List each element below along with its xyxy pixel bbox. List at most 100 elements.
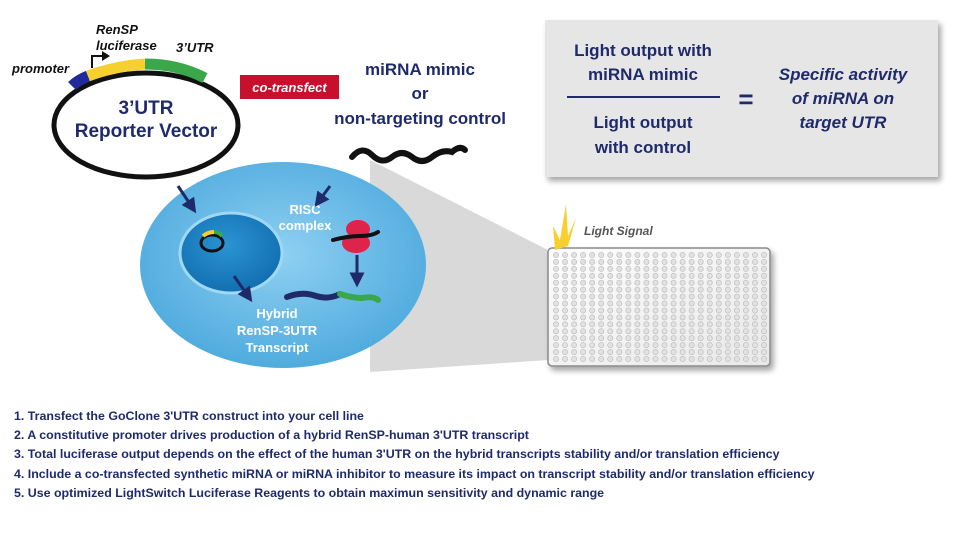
plate-well (652, 356, 659, 362)
plate-well (625, 328, 632, 335)
plate-well (724, 272, 731, 279)
plate-well (724, 356, 731, 362)
plate-well (761, 335, 767, 342)
plate-well (598, 259, 605, 265)
plate-well (607, 293, 614, 300)
promoter-label: promoter (11, 61, 70, 76)
plate-well (706, 321, 713, 328)
plate-well (679, 272, 686, 279)
equals-sign: = (738, 84, 753, 114)
nucleus-arrow (232, 275, 253, 303)
plate-well (697, 293, 704, 300)
plate-well (661, 252, 668, 258)
plate-well (670, 265, 677, 272)
plate-well (706, 335, 713, 342)
plate-well (553, 349, 559, 355)
plate-well (571, 342, 577, 349)
plate-well (643, 342, 650, 349)
plate-well (598, 293, 605, 300)
plate-well (616, 314, 623, 321)
light-cone (370, 160, 548, 372)
plate-well (724, 300, 731, 307)
plate-well (679, 293, 686, 300)
plate-well (688, 265, 695, 272)
plate-well (743, 335, 749, 342)
plate-well (589, 279, 596, 286)
mimic-line-1: miRNA mimic (365, 60, 475, 79)
plate-well (661, 335, 668, 342)
plate-well (706, 279, 713, 286)
plate-well (553, 286, 559, 293)
plate-well (625, 314, 632, 321)
plate-well (743, 349, 749, 355)
plate-well (761, 259, 767, 265)
plate-well (715, 265, 722, 272)
plate-well (562, 300, 568, 307)
plate-well (661, 259, 668, 265)
plate-well (634, 321, 641, 328)
plate-well (562, 259, 568, 265)
mimic-line-2: or (412, 84, 429, 103)
plate-well (598, 307, 605, 314)
plate-well (697, 272, 704, 279)
plate-well (688, 293, 695, 300)
plate-well (589, 335, 596, 342)
plate-well (733, 342, 740, 349)
light-burst-icon (553, 204, 576, 250)
plate-well (616, 356, 623, 362)
plate-well (697, 321, 704, 328)
plate-well (634, 328, 641, 335)
plate-well (553, 272, 559, 279)
plate-well (553, 335, 559, 342)
plate-well (571, 293, 577, 300)
plate-well (571, 314, 577, 321)
plate-well (571, 259, 577, 265)
plate-well (724, 279, 731, 286)
plate-well (706, 259, 713, 265)
plate-well (580, 252, 587, 258)
plate-well (715, 349, 722, 355)
plate-well (553, 300, 559, 307)
nucleus (178, 211, 284, 295)
plate-well (733, 286, 740, 293)
plate-well (607, 272, 614, 279)
plate-well (571, 286, 577, 293)
plate-well (679, 342, 686, 349)
plate-well (616, 335, 623, 342)
denominator-line-1: Light output (593, 113, 692, 132)
plate-well (761, 328, 767, 335)
plate-well (643, 307, 650, 314)
plate-well (688, 349, 695, 355)
plate-well (589, 349, 596, 355)
plate-well (761, 321, 767, 328)
plate-well (688, 259, 695, 265)
plate-well (634, 356, 641, 362)
plate-well (706, 300, 713, 307)
plate-well (580, 314, 587, 321)
plate-well (670, 286, 677, 293)
plate-well (752, 272, 758, 279)
plate-well (580, 265, 587, 272)
plate-well (571, 328, 577, 335)
risc-complex-icon (331, 220, 380, 253)
plate-well (652, 321, 659, 328)
utr-label: 3’UTR (176, 40, 214, 55)
cotransfect-badge-bg (240, 75, 339, 99)
plate-well (670, 342, 677, 349)
plate-well (634, 252, 641, 258)
plate-well (607, 349, 614, 355)
plate-well (562, 252, 568, 258)
plate-well (715, 259, 722, 265)
plate-well (562, 342, 568, 349)
plate-well (553, 279, 559, 286)
plate-well (724, 349, 731, 355)
plate-well (752, 349, 758, 355)
plate-well (670, 349, 677, 355)
plate-well (652, 259, 659, 265)
plate-well (679, 300, 686, 307)
plate-well (625, 252, 632, 258)
plate-well (761, 265, 767, 272)
plate-well (652, 328, 659, 335)
plate-well (761, 252, 767, 258)
plate-well (643, 356, 650, 362)
